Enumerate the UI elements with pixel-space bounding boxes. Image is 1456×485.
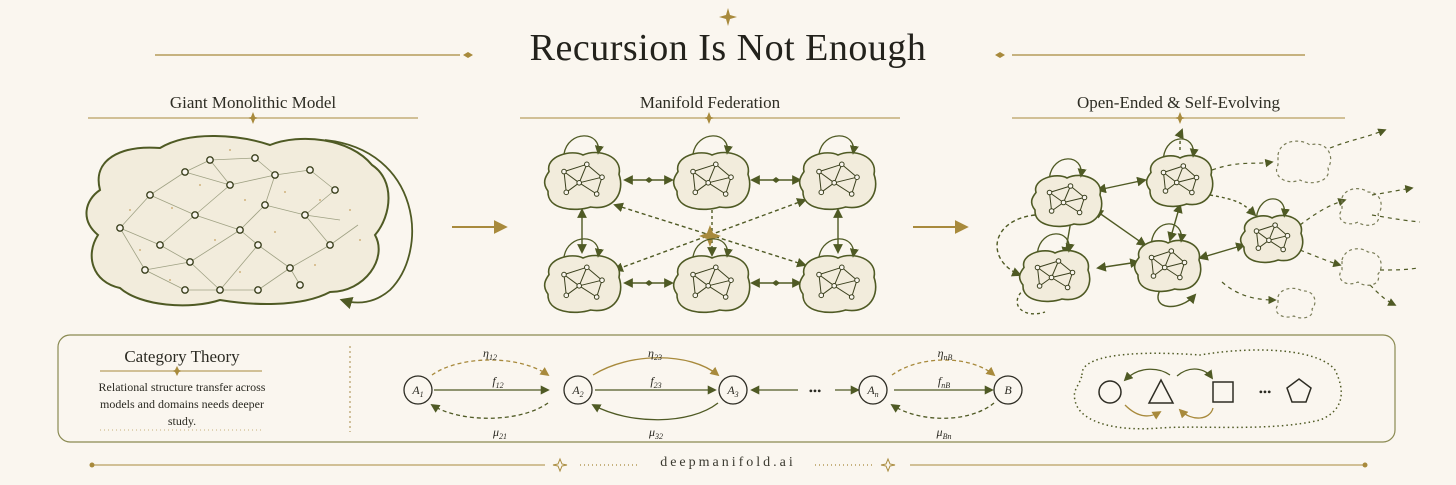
category-node-label: A1 <box>411 383 423 399</box>
morphism-label-mid: f23 <box>650 374 661 390</box>
category-node <box>403 375 433 405</box>
federation-manifold-1 <box>543 135 622 211</box>
category-theory-panel <box>57 334 1396 443</box>
morphism-label-bottom: μ21 <box>492 425 507 441</box>
monolithic-model <box>85 135 413 310</box>
manifold-federation <box>543 135 877 314</box>
morphism-label-mid: fnB <box>938 374 950 390</box>
morphism-label-bottom: μ32 <box>648 425 663 441</box>
category-node-label: An <box>866 383 878 399</box>
category-node <box>993 375 1023 405</box>
open-manifold-4 <box>1133 223 1202 293</box>
federation-manifold-2 <box>672 135 751 211</box>
open-manifold-5 <box>1239 198 1304 264</box>
footer-ornaments <box>89 457 1368 473</box>
category-node-label: B <box>1004 383 1012 397</box>
morphism-label-top: ηnB <box>938 346 953 362</box>
triangle-shape-icon <box>1147 378 1175 404</box>
hub-star-icon <box>699 225 721 247</box>
square-shape-icon <box>1212 381 1234 403</box>
title-ornaments <box>155 8 1305 58</box>
federation-manifold-5 <box>672 238 751 314</box>
circle-shape-icon <box>1098 380 1122 404</box>
federation-manifold-6 <box>798 238 877 314</box>
open-ended-network <box>996 128 1421 319</box>
panel-title-monolithic: Giant Monolithic Model <box>169 93 337 112</box>
page-title: Recursion Is Not Enough <box>529 27 927 69</box>
panel-title-federation: Manifold Federation <box>639 93 781 112</box>
category-theory-title: Category Theory <box>124 347 240 366</box>
open-manifold-2 <box>1145 138 1214 208</box>
open-manifold-3 <box>1018 233 1091 303</box>
morphism-label-mid: f12 <box>492 374 503 390</box>
star-icon <box>719 8 737 26</box>
footer-url[interactable]: deepmanifold.ai <box>660 455 796 470</box>
pentagon-shape-icon <box>1286 378 1312 403</box>
category-node <box>718 375 748 405</box>
shapes-ellipsis: ••• <box>1259 385 1272 399</box>
open-manifold-1 <box>1030 158 1103 228</box>
panel-title-open-ended: Open-Ended & Self-Evolving <box>1076 93 1280 112</box>
morphism-label-top: η23 <box>648 346 662 362</box>
federation-manifold-4 <box>543 238 622 314</box>
category-node-label: A3 <box>726 383 738 399</box>
category-node <box>858 375 888 405</box>
morphism-label-bottom: μBn <box>936 425 952 441</box>
panel-underlines <box>88 112 1345 124</box>
category-node-label: A2 <box>571 383 583 399</box>
category-node <box>563 375 593 405</box>
morphism-label-top: η12 <box>483 346 497 362</box>
category-ellipsis: ••• <box>809 384 822 398</box>
category-theory-description: Relational structure transfer across mod… <box>98 380 266 428</box>
shapes-cluster <box>1073 349 1342 430</box>
federation-manifold-3 <box>798 135 877 211</box>
